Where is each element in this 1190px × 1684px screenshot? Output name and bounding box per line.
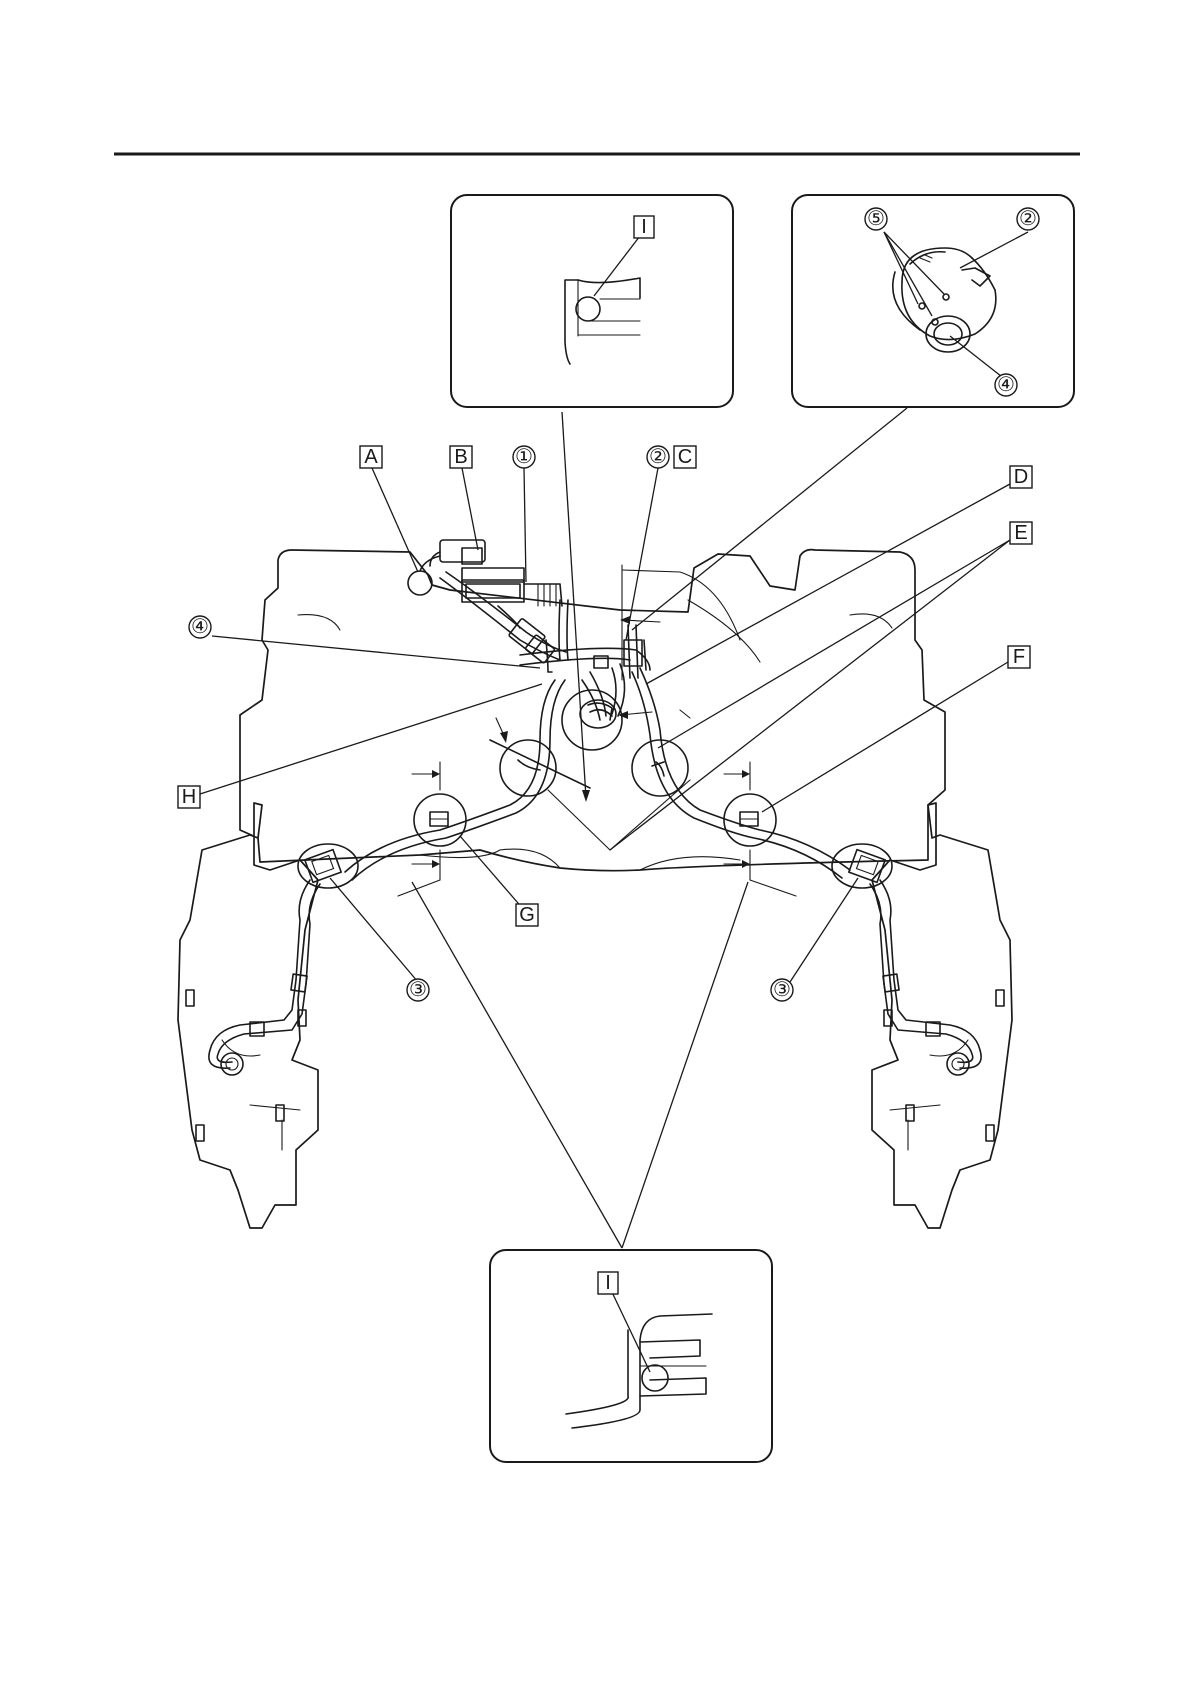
label-F: F	[1008, 646, 1030, 668]
left-fender	[178, 803, 318, 1228]
label-4-main: ④	[189, 616, 211, 638]
svg-text:D: D	[1014, 466, 1028, 488]
svg-text:E: E	[1014, 522, 1027, 544]
svg-text:H: H	[182, 786, 196, 808]
svg-text:③: ③	[773, 979, 791, 1001]
label-3-left: ③	[407, 979, 429, 1001]
label-C: C	[674, 446, 696, 468]
svg-text:①: ①	[515, 446, 533, 468]
label-G: G	[516, 904, 538, 926]
svg-text:I: I	[641, 216, 647, 238]
svg-text:②: ②	[1019, 208, 1037, 230]
label-H: H	[178, 786, 200, 808]
label-A: A	[360, 446, 382, 468]
svg-text:I: I	[605, 1272, 611, 1294]
svg-text:⑤: ⑤	[867, 208, 885, 230]
label-I-bottom: I	[598, 1272, 618, 1294]
svg-text:G: G	[519, 904, 535, 926]
label-2-detail: ②	[1017, 208, 1039, 230]
svg-text:④: ④	[997, 374, 1015, 396]
label-D: D	[1010, 466, 1032, 488]
label-5-detail: ⑤	[865, 208, 887, 230]
vehicle-body	[178, 550, 1012, 1228]
svg-text:A: A	[364, 446, 378, 468]
svg-text:④: ④	[191, 616, 209, 638]
detail-box-clamp-bottom	[490, 1250, 772, 1462]
label-I-top: I	[634, 216, 654, 238]
svg-text:②: ②	[649, 446, 667, 468]
label-4-detail: ④	[995, 374, 1017, 396]
label-3-right: ③	[771, 979, 793, 1001]
svg-text:C: C	[678, 446, 692, 468]
right-fender	[872, 803, 1012, 1228]
label-1: ①	[513, 446, 535, 468]
svg-text:F: F	[1013, 646, 1025, 668]
detail-box-clamp-top	[451, 195, 733, 407]
label-B: B	[450, 446, 472, 468]
label-E: E	[1010, 522, 1032, 544]
label-2-main: ②	[647, 446, 669, 468]
svg-text:B: B	[454, 446, 467, 468]
svg-text:③: ③	[409, 979, 427, 1001]
